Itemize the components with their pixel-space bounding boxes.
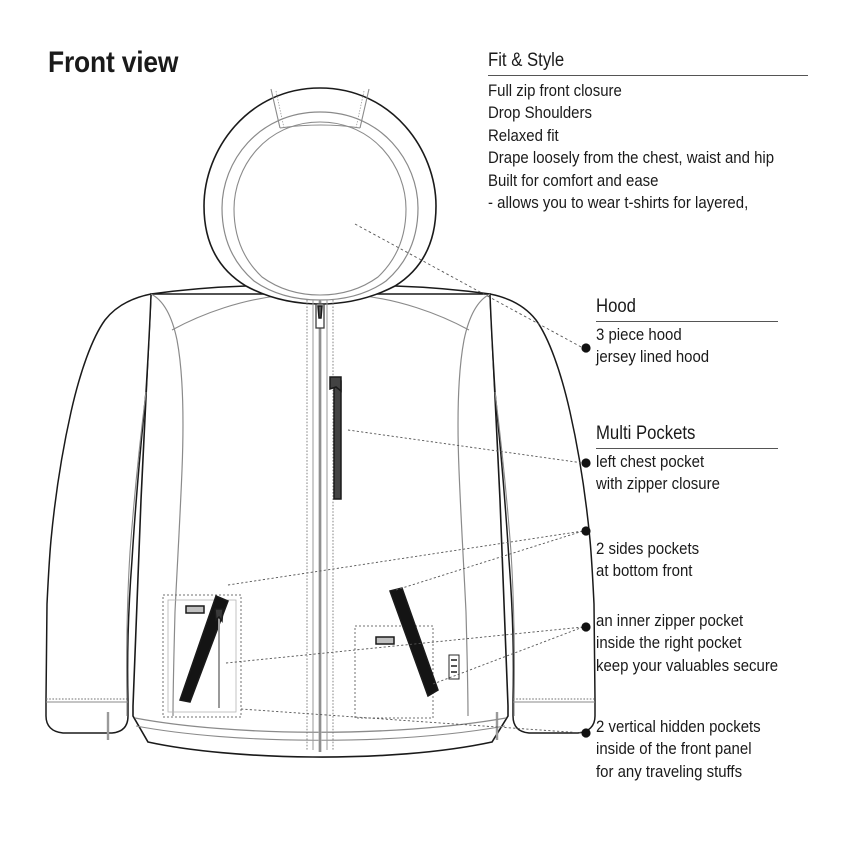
annotation-inner-zipper-pocket: an inner zipper pocket inside the right …	[596, 610, 836, 677]
leader-lines-group	[225, 223, 591, 738]
right-pocket-bag-outline	[354, 625, 434, 719]
annotation-hidden-pockets: 2 vertical hidden pockets inside of the …	[596, 716, 836, 783]
annotation-line: - allows you to wear t-shirts for layere…	[488, 193, 749, 213]
hem-band-inner-line	[135, 725, 506, 741]
annotation-lines-multi-pockets: left chest pocket with zipper closure	[596, 451, 778, 496]
annotation-line: with zipper closure	[596, 474, 720, 494]
hood-center-panel-right-seam	[359, 88, 370, 129]
annotation-line: inside of the front panel	[596, 739, 752, 759]
annotation-line: an inner zipper pocket	[596, 611, 744, 630]
leader-line-fit-style	[354, 223, 584, 349]
bullet-inner-zipper-pocket	[581, 622, 591, 632]
annotation-heading-fit-style: Fit & Style	[488, 50, 565, 71]
annotation-side-pockets: 2 sides pockets at bottom front	[596, 538, 806, 583]
annotation-line: inside the right pocket	[596, 633, 742, 653]
annotation-rule-hood	[596, 320, 778, 322]
annotation-line: at bottom front	[596, 561, 693, 581]
annotation-line: Relaxed fit	[488, 125, 559, 145]
jacket-body-group	[45, 87, 596, 758]
annotation-line: for any traveling stuffs	[596, 761, 743, 781]
left-pocket-label-tag	[185, 605, 205, 614]
right-shoulder-seam	[394, 285, 491, 295]
annotation-line: 2 sides pockets	[596, 539, 700, 558]
annotation-line: Drape loosely from the chest, waist and …	[488, 148, 775, 168]
hood-crown-seam	[279, 124, 361, 129]
right-pocket-opening	[389, 587, 439, 698]
left-sleeve-inner-seam	[126, 391, 147, 716]
annotation-heading-hood: Hood	[596, 296, 636, 317]
hood-center-panel-right-stitch	[355, 90, 365, 129]
hood-center-panel-left-seam	[270, 88, 281, 129]
leader-line-side-pockets	[227, 530, 584, 586]
bullet-multi-pockets	[581, 458, 591, 468]
annotation-multi-pockets: Multi Pockets left chest pocket with zip…	[596, 423, 778, 496]
right-pocket-label-tag	[375, 636, 395, 645]
right-sleeve-inner-seam	[494, 391, 515, 716]
annotation-lines-fit-style: Full zip front closure Drop Shoulders Re…	[488, 80, 808, 215]
right-armhole-seam	[457, 293, 491, 717]
hood-inner-lining-edge	[233, 121, 407, 296]
annotation-line: 2 vertical hidden pockets	[596, 717, 761, 736]
chest-pocket-zipper-pull	[329, 376, 342, 393]
annotation-hood: Hood 3 piece hood jersey lined hood	[596, 296, 778, 369]
annotation-line: Built for comfort and ease	[488, 170, 659, 190]
annotation-line: jersey lined hood	[596, 347, 710, 367]
bullet-hidden-pockets	[581, 728, 591, 738]
bullet-side-pockets	[581, 526, 591, 536]
left-shoulder-seam	[150, 285, 247, 295]
right-yoke-seam	[363, 295, 470, 331]
left-sleeve-outline	[45, 293, 152, 734]
left-yoke-seam	[171, 295, 278, 331]
hood-center-panel-left-stitch	[275, 90, 285, 129]
annotation-lines-hood: 3 piece hood jersey lined hood	[596, 324, 778, 369]
side-seam-brand-label	[448, 654, 460, 680]
annotation-line: Drop Shoulders	[488, 103, 592, 123]
leader-line-hidden-pockets-right	[395, 530, 584, 591]
annotation-line: 3 piece hood	[596, 324, 682, 344]
annotation-line: keep your valuables secure	[596, 655, 779, 675]
main-zipper-pull-tab	[317, 305, 323, 319]
annotation-rule-fit-style	[488, 74, 808, 76]
chest-pocket-zipper	[333, 380, 342, 500]
annotation-rule-multi-pockets	[596, 447, 778, 449]
left-armhole-seam	[150, 293, 184, 717]
bullet-hood	[581, 343, 591, 353]
page-title: Front view	[48, 46, 179, 79]
annotation-fit-style: Fit & Style Full zip front closure Drop …	[488, 50, 808, 214]
annotation-line: Full zip front closure	[488, 80, 622, 100]
left-hidden-pocket-zipper-pull	[214, 608, 224, 624]
left-pocket-bag-inner-edge	[167, 599, 237, 713]
leader-line-right-pocket-bag	[432, 626, 584, 685]
left-pocket-opening	[179, 595, 229, 703]
annotation-line: left chest pocket	[596, 451, 705, 471]
annotation-heading-multi-pockets: Multi Pockets	[596, 423, 696, 444]
